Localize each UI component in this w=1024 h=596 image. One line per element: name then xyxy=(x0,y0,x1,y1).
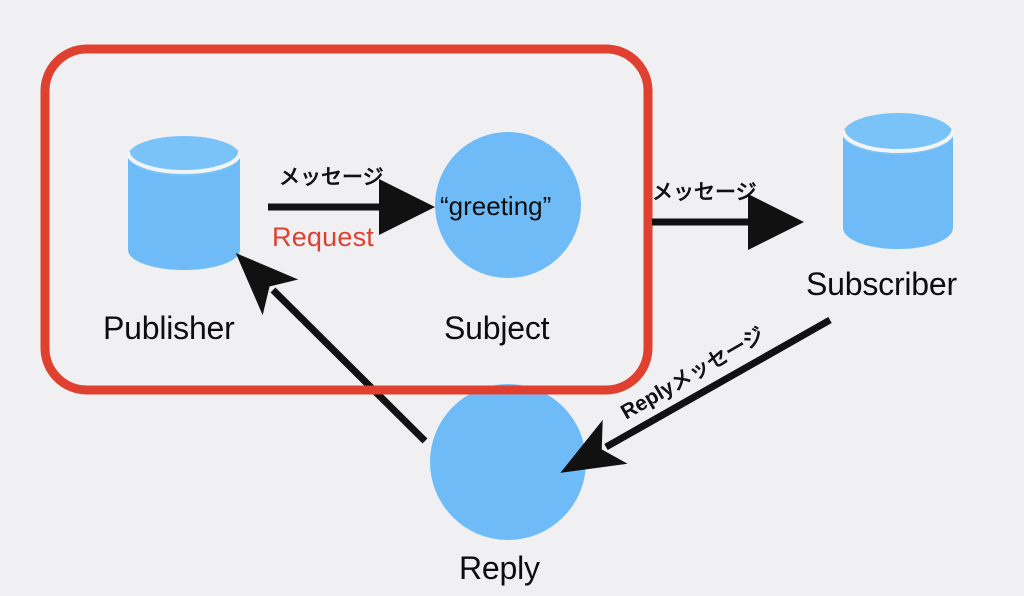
node-label-subject: Subject xyxy=(444,310,550,346)
request-scope-group-box xyxy=(40,44,653,395)
edge-label-subject-to-subscriber-message: メッセージ xyxy=(652,181,757,204)
node-subject-shape xyxy=(435,132,581,278)
node-publisher-shape xyxy=(126,136,242,270)
edge-label-request: Request xyxy=(272,222,374,252)
edge-subscriber-to-reply xyxy=(560,316,832,473)
node-label-subscriber: Subscriber xyxy=(806,266,957,302)
subject-inner-text: “greeting” xyxy=(440,191,552,221)
node-label-reply: Reply xyxy=(459,550,540,586)
node-reply-shape xyxy=(430,384,586,540)
edge-reply-to-publisher xyxy=(235,252,428,444)
edge-label-publisher-to-subject-message: メッセージ xyxy=(279,166,384,189)
node-label-publisher: Publisher xyxy=(103,310,235,346)
node-subscriber-shape xyxy=(841,113,955,249)
